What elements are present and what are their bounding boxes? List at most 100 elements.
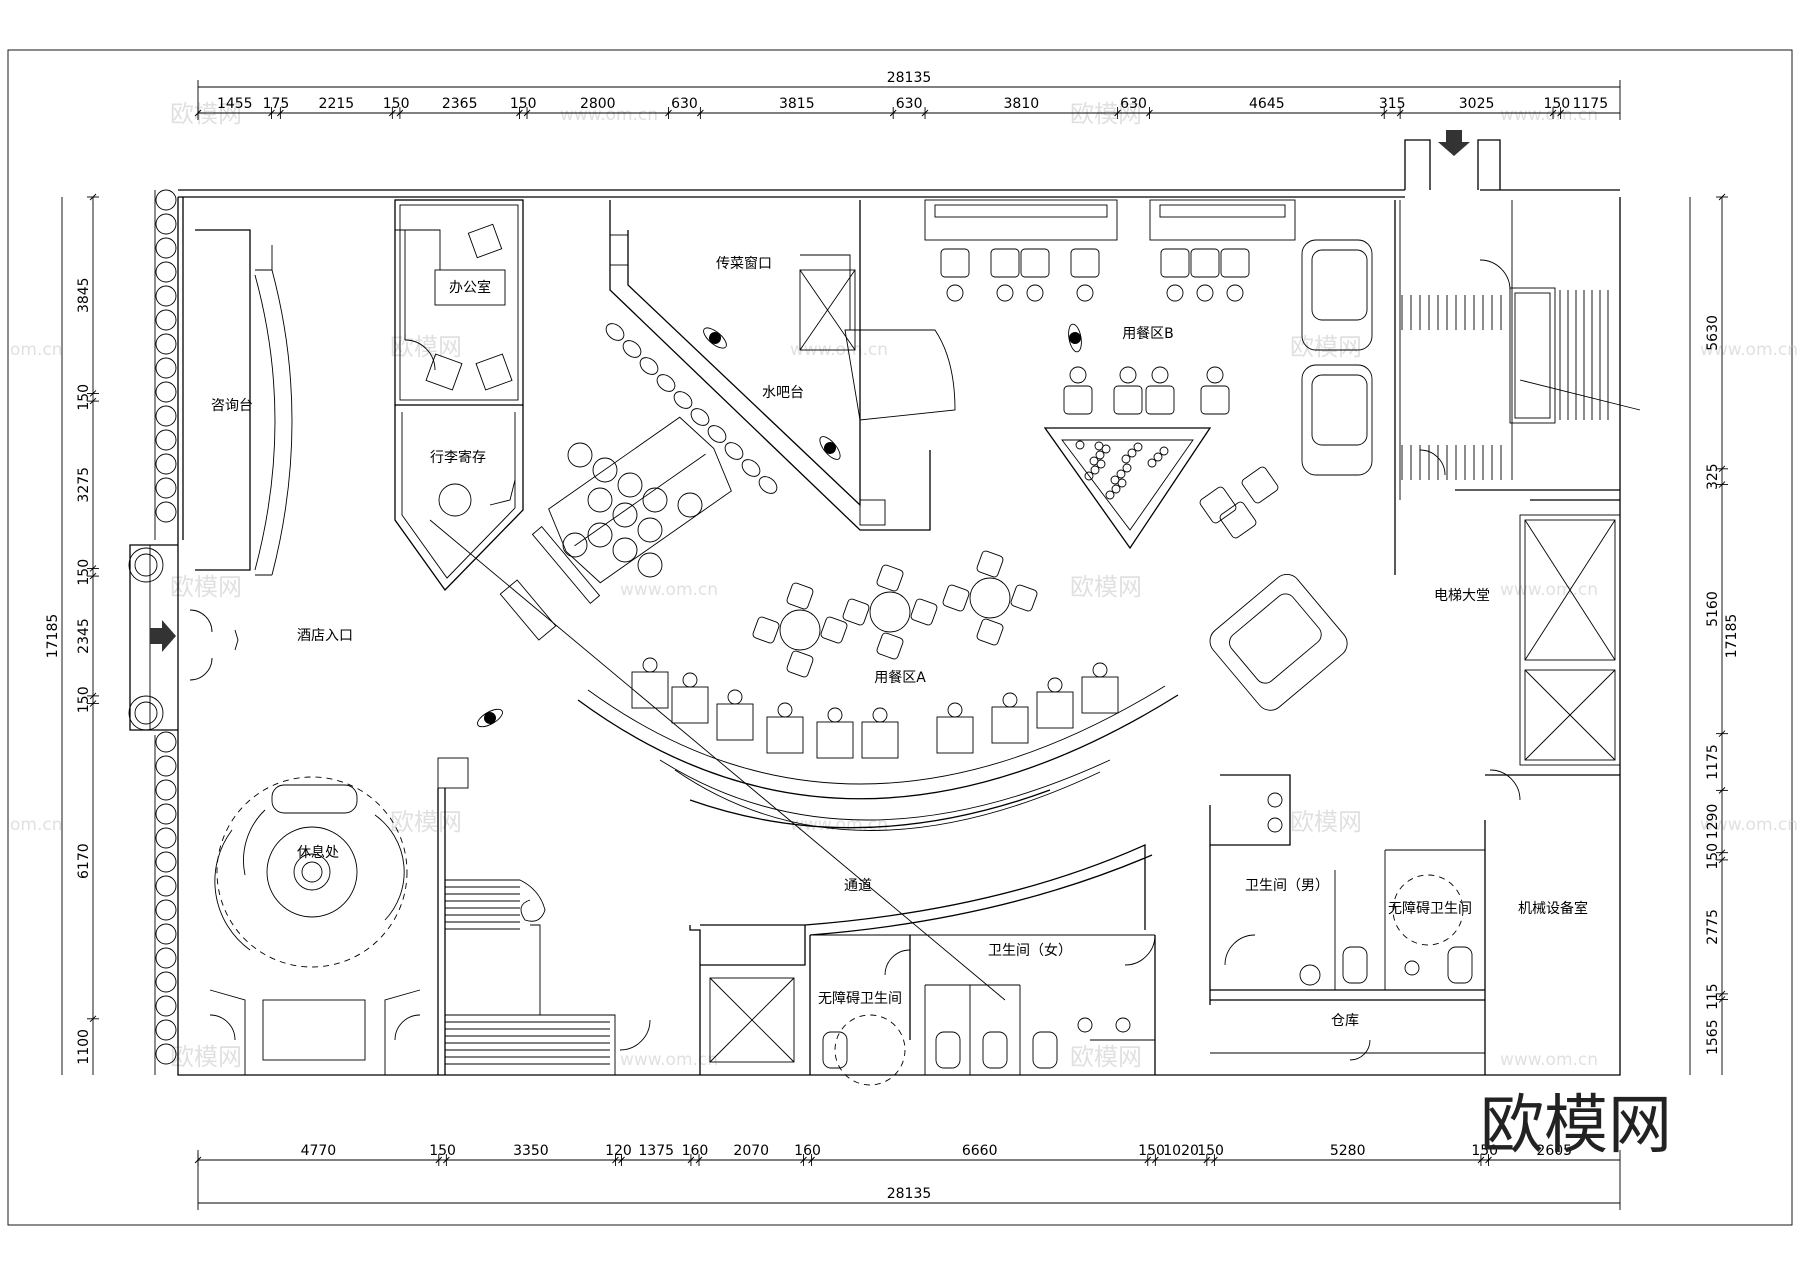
dim-segment-label: 150 xyxy=(1705,843,1721,870)
label-mens-wc: 卫生间（男） xyxy=(1245,878,1329,894)
watermark-url: www.om.cn xyxy=(1700,815,1798,835)
label-equipment: 机械设备室 xyxy=(1518,900,1588,917)
chair-icon xyxy=(1199,486,1237,524)
chair-icon xyxy=(617,472,643,498)
label-rest: 休息处 xyxy=(297,844,339,861)
label-office: 办公室 xyxy=(449,279,491,296)
booth-seat-icon xyxy=(936,716,974,754)
toilet-icon xyxy=(982,1031,1008,1069)
lift-shaft xyxy=(709,977,795,1063)
dim-segment-label: 1175 xyxy=(1705,744,1721,780)
watermark-layer: 欧模网 欧模网 欧模网 欧模网 欧模网 欧模网 欧模网 欧模网 欧模网 欧模网 … xyxy=(10,100,1798,1071)
chair-icon xyxy=(637,552,663,578)
watermark-text: 欧模网 xyxy=(390,808,462,836)
consult-desk xyxy=(195,229,293,576)
chair-icon xyxy=(942,584,970,612)
planter-icon xyxy=(155,381,177,403)
planter-icon xyxy=(155,213,177,235)
person-icon xyxy=(1068,323,1082,353)
planter-icon xyxy=(155,755,177,777)
planter-icon xyxy=(155,333,177,355)
chair-icon xyxy=(587,487,613,513)
dining-tables xyxy=(752,550,1038,678)
planter-icon xyxy=(155,453,177,475)
dim-segment-label: 1100 xyxy=(76,1029,92,1065)
bar-stool-icon xyxy=(656,374,676,392)
booth-seat-icon xyxy=(671,686,709,724)
label-dining-a: 用餐区A xyxy=(874,670,926,686)
planter-row xyxy=(154,189,177,1075)
dim-segment-label: 3350 xyxy=(513,1143,549,1159)
dim-total-bottom: 28135 xyxy=(887,1186,932,1202)
planter-icon xyxy=(155,1019,177,1041)
right-core xyxy=(1394,200,1641,1075)
watermark-text: 欧模网 xyxy=(1070,573,1142,601)
bar-stool-icon xyxy=(741,459,761,477)
chair-icon xyxy=(1070,248,1100,278)
label-storage: 仓库 xyxy=(1331,1013,1359,1029)
watermark-url: om.cn xyxy=(10,340,63,360)
dim-segment-label: 1175 xyxy=(1572,96,1608,112)
long-table-hex xyxy=(499,416,732,641)
chair-icon xyxy=(976,550,1004,578)
bar-stool-icon xyxy=(758,476,778,494)
chair-icon xyxy=(1145,385,1175,415)
urinal-icon xyxy=(1299,964,1321,986)
drawing-frame xyxy=(7,49,1793,1226)
chair-icon xyxy=(642,487,668,513)
chair-icon xyxy=(637,517,663,543)
booth-seat-icon xyxy=(861,721,899,759)
label-luggage: 行李寄存 xyxy=(430,449,486,466)
chair-icon xyxy=(612,537,638,563)
watermark-url: www.om.cn xyxy=(1700,340,1798,360)
label-corridor: 通道 xyxy=(844,878,872,894)
chair-icon xyxy=(1200,385,1230,415)
dim-segment-label: 120 xyxy=(605,1143,632,1159)
chair-icon xyxy=(786,582,814,610)
dim-segment-label: 175 xyxy=(263,96,290,112)
watermark-text: 欧模网 xyxy=(170,573,242,601)
chair-icon xyxy=(786,650,814,678)
dim-segment-label: 630 xyxy=(896,96,923,112)
dim-segment-label: 160 xyxy=(794,1143,821,1159)
person-icon xyxy=(477,708,503,728)
chair-icon xyxy=(842,598,870,626)
dim-segment-label: 3275 xyxy=(76,467,92,503)
chair-icon xyxy=(1113,385,1143,415)
label-elevator-hall: 电梯大堂 xyxy=(1434,588,1490,604)
planter-icon xyxy=(155,309,177,331)
booth-seat-icon xyxy=(716,703,754,741)
watermark-text: 欧模网 xyxy=(1290,808,1362,836)
label-accessible-wc: 无障碍卫生间 xyxy=(818,991,902,1007)
bar-stool-icon xyxy=(639,357,659,375)
booth-seat-icon xyxy=(1036,691,1074,729)
bar-stool-icon xyxy=(724,442,744,460)
dim-segment-label: 5160 xyxy=(1705,591,1721,627)
dim-segment-label: 150 xyxy=(429,1143,456,1159)
watermark-text: 欧模网 xyxy=(1290,333,1362,361)
planter-icon xyxy=(155,261,177,283)
toilet-icon xyxy=(822,1031,848,1069)
watermark-url: www.om.cn xyxy=(560,105,658,125)
planter-icon xyxy=(155,501,177,523)
watermark-url: www.om.cn xyxy=(1500,105,1598,125)
planter-icon xyxy=(155,923,177,945)
toilet-icon xyxy=(935,1031,961,1069)
chair-icon xyxy=(612,502,638,528)
corridor-wall-inner xyxy=(809,854,1153,936)
chair-icon xyxy=(990,248,1020,278)
dim-segment-label: 1290 xyxy=(1705,804,1721,840)
dim-segment-label: 150 xyxy=(1197,1143,1224,1159)
dim-segment-label: 115 xyxy=(1705,983,1721,1010)
watermark-text: 欧模网 xyxy=(170,100,242,128)
chair-icon xyxy=(940,248,970,278)
bar-counter xyxy=(605,200,956,531)
dim-segment-label: 630 xyxy=(1120,96,1147,112)
person-icons xyxy=(477,323,1082,728)
dim-segment-label: 6170 xyxy=(76,843,92,879)
bar-stool-icon xyxy=(673,391,693,409)
